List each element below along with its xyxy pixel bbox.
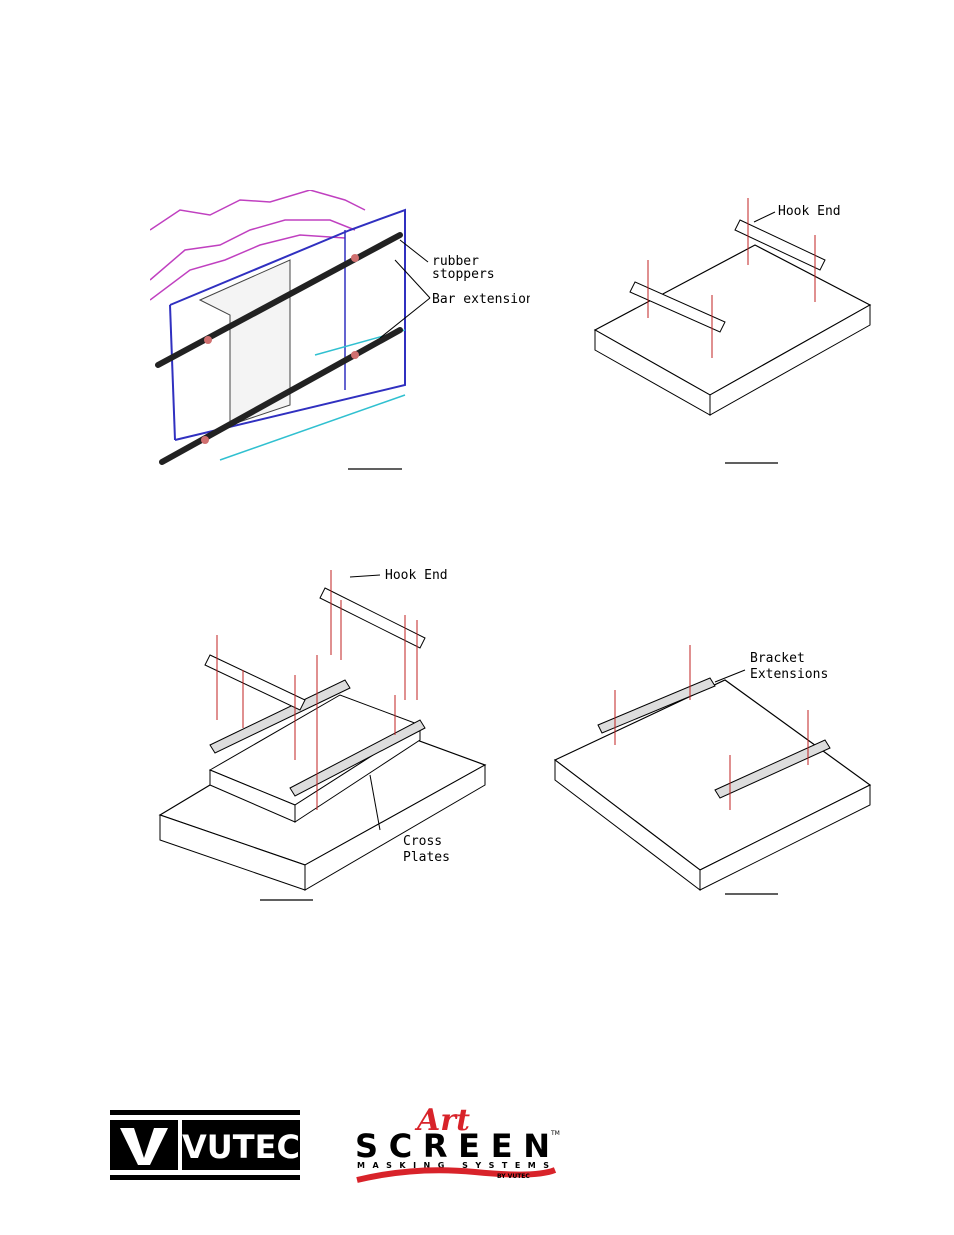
label-rubber: rubber bbox=[432, 254, 479, 269]
artscreen-tm: TM bbox=[550, 1130, 560, 1137]
vutec-logo-text: VUTEC bbox=[182, 1128, 300, 1166]
figure-bracket-extensions: Bracket Extensions bbox=[550, 640, 890, 900]
figure-cross-plates: Hook End Cross Plates bbox=[155, 560, 495, 910]
label-extensions: Extensions bbox=[750, 667, 828, 682]
label-stoppers: stoppers bbox=[432, 267, 495, 282]
label-cross: Cross bbox=[403, 834, 442, 849]
artscreen-script: Art bbox=[414, 1103, 470, 1138]
artscreen-tagline: MASKING SYSTEMS bbox=[357, 1161, 549, 1170]
artscreen-byline: BY VUTEC bbox=[497, 1173, 530, 1180]
figure-bar-extensions: rubber stoppers Bar extensions bbox=[150, 190, 530, 480]
vutec-logo: VUTEC bbox=[110, 1110, 300, 1185]
figure-hook-end-panel: Hook End bbox=[590, 190, 890, 470]
label-hook-end: Hook End bbox=[385, 568, 448, 583]
label-bracket: Bracket bbox=[750, 651, 805, 666]
label-plates: Plates bbox=[403, 850, 450, 865]
artscreen-logo: Art SCREEN TM MASKING SYSTEMS BY VUTEC bbox=[355, 1100, 560, 1190]
label-hook-end: Hook End bbox=[778, 204, 841, 219]
label-bar-extensions: Bar extensions bbox=[432, 292, 530, 307]
